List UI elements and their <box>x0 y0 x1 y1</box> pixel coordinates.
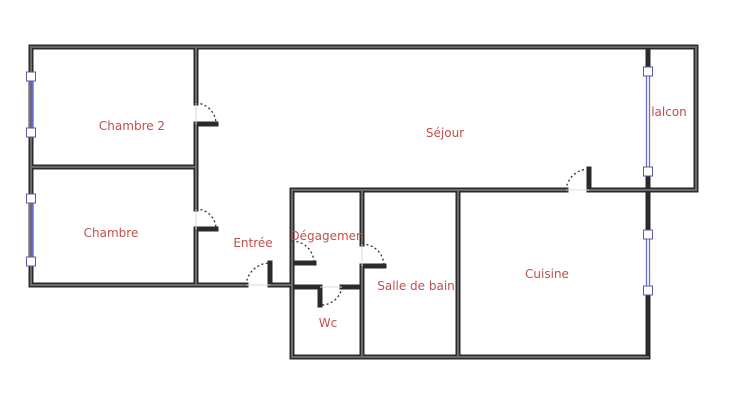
door-swings <box>195 102 590 306</box>
windows <box>26 66 653 296</box>
door-degagement <box>291 240 315 264</box>
room-label-wc: Wc <box>318 316 338 330</box>
room-label-sejour: Séjour <box>425 126 465 140</box>
door-chambre-2 <box>195 102 217 125</box>
window-chambre-2 <box>26 71 36 138</box>
window-chambre <box>26 193 36 267</box>
door-wc <box>319 286 343 306</box>
door-chambre <box>195 208 217 230</box>
door-entree <box>245 262 271 286</box>
door-sejour-cuisine <box>565 168 590 191</box>
window-cuisine <box>643 229 653 296</box>
walls <box>28 44 699 360</box>
door-sdb <box>361 243 385 267</box>
door-thresholds <box>195 103 589 288</box>
walls-inner <box>30 46 697 358</box>
room-label-degagement: Dégagemen <box>290 229 364 243</box>
room-label-balcon: lalcon <box>651 105 687 119</box>
room-label-cuisine: Cuisine <box>525 267 569 281</box>
window-balcon <box>643 66 653 177</box>
room-label-salle-de-bain: Salle de bain <box>377 279 455 293</box>
room-label-chambre-2: Chambre 2 <box>98 119 166 133</box>
room-label-entree: Entrée <box>233 236 273 250</box>
room-label-chambre: Chambre <box>83 226 139 240</box>
